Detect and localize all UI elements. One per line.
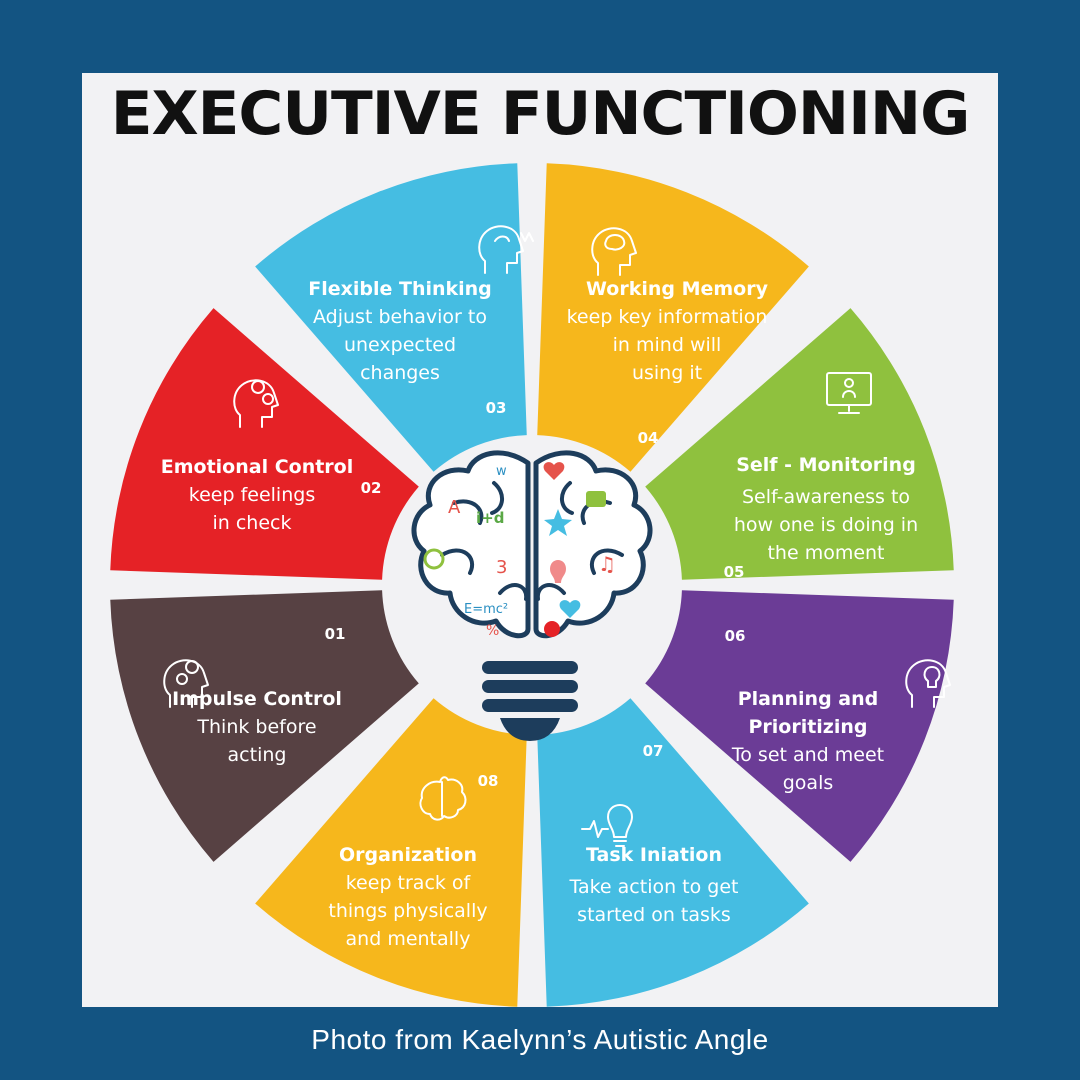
segment-impulse-number: 01 [325, 625, 346, 643]
heart-doodle-icon [543, 462, 565, 480]
segment-working-title: Working Memory [586, 278, 769, 300]
segment-working: Working Memory keep key information in min… [537, 163, 809, 472]
segment-self-description: Self-awareness to [742, 486, 910, 508]
letter-w-symbol: w [496, 464, 507, 479]
bulb-doodle-icon [550, 560, 566, 583]
segment-planning-title: Prioritizing [748, 716, 867, 738]
head-brain-icon [591, 227, 637, 276]
segment-flexible-number: 03 [486, 399, 507, 417]
segment-organization-title: Organization [339, 844, 477, 866]
segment-working-description: in mind will [613, 334, 722, 356]
segment-task-description: Take action to get [569, 876, 739, 898]
segment-self-description: how one is doing in [734, 514, 918, 536]
segment-impulse-description: acting [228, 744, 287, 766]
segment-planning-description: To set and meet [731, 744, 884, 766]
puzzle-doodle-icon [586, 491, 606, 507]
segment-planning-description: goals [783, 772, 834, 794]
segment-organization-description: things physically [328, 900, 487, 922]
photo-credit-caption: Photo from Kaelynn’s Autistic Angle [311, 1024, 769, 1055]
segment-impulse-title: Impulse Control [172, 688, 342, 710]
bulb-base-ring-2 [482, 680, 578, 693]
brain-right-hemisphere [533, 450, 653, 639]
segment-organization-shape [255, 698, 527, 1007]
percent-symbol: % [486, 623, 499, 639]
brain-icon [419, 776, 467, 821]
segment-emotional-description: in check [213, 512, 292, 534]
letter-a-symbol: A [448, 497, 461, 518]
segment-emotional: Emotional Control keep feelings in check 02 [110, 308, 419, 580]
small-heart-icon [559, 600, 581, 618]
bulb-base-ring-3 [482, 699, 578, 712]
segment-planning-title: Planning and [738, 688, 879, 710]
number-three-symbol: 3 [496, 557, 507, 578]
segment-impulse-shape [110, 590, 419, 862]
segment-self-number: 05 [724, 563, 745, 581]
segment-working-description: keep key information [567, 306, 768, 328]
segment-emotional-shape [110, 308, 419, 580]
segment-organization-number: 08 [478, 772, 499, 790]
music-note-icon: ♫ [598, 552, 616, 576]
segment-planning-shape [645, 590, 954, 862]
bulb-base-tip [500, 718, 560, 741]
lightbulb-pulse-icon [581, 804, 633, 847]
segment-working-number: 04 [638, 429, 659, 447]
brain-left-hemisphere [411, 450, 531, 639]
segment-task-shape [537, 698, 809, 1007]
head-emotions-icon [233, 379, 279, 428]
segment-task-title: Task Iniation [586, 844, 722, 866]
bulb-base-ring-1 [482, 661, 578, 674]
segment-flexible-shape [255, 163, 527, 472]
segment-flexible-description: Adjust behavior to [313, 306, 487, 328]
monitor-icon [826, 372, 872, 414]
head-gears-icon [163, 659, 209, 708]
segment-planning-number: 06 [725, 627, 746, 645]
formula-symbol: E=mc² [464, 602, 508, 617]
head-lightbulb-icon [905, 659, 951, 708]
segment-flexible-title: Flexible Thinking [308, 278, 492, 300]
circle-doodle-icon [423, 548, 445, 570]
segment-flexible-description: unexpected [344, 334, 456, 356]
segment-self-title: Self - Monitoring [736, 454, 916, 476]
segment-emotional-title: Emotional Control [161, 456, 354, 478]
segment-impulse-description: Think before [196, 716, 316, 738]
segment-task-description: started on tasks [577, 904, 731, 926]
segment-organization-description: and mentally [346, 928, 471, 950]
head-waves-icon [478, 225, 534, 274]
segment-task-number: 07 [643, 742, 664, 760]
segment-emotional-description: keep feelings [189, 484, 315, 506]
segment-organization-description: keep track of [346, 872, 472, 894]
i-plus-d-symbol: i+d [476, 509, 504, 527]
segment-organization: Organization keep track of things physical… [255, 698, 527, 1007]
star-doodle-icon [544, 509, 572, 536]
segment-flexible-description: changes [360, 362, 440, 384]
segment-self-shape [645, 308, 954, 580]
brain-lightbulb-icon: A i+d 3 E=mc² % w ♫ [411, 450, 653, 741]
page-title: EXECUTIVE FUNCTIONING [110, 79, 971, 149]
segment-working-description: using it [632, 362, 702, 384]
splat-doodle-icon [544, 621, 560, 637]
segment-emotional-number: 02 [361, 479, 382, 497]
segment-self-description: the moment [767, 542, 884, 564]
